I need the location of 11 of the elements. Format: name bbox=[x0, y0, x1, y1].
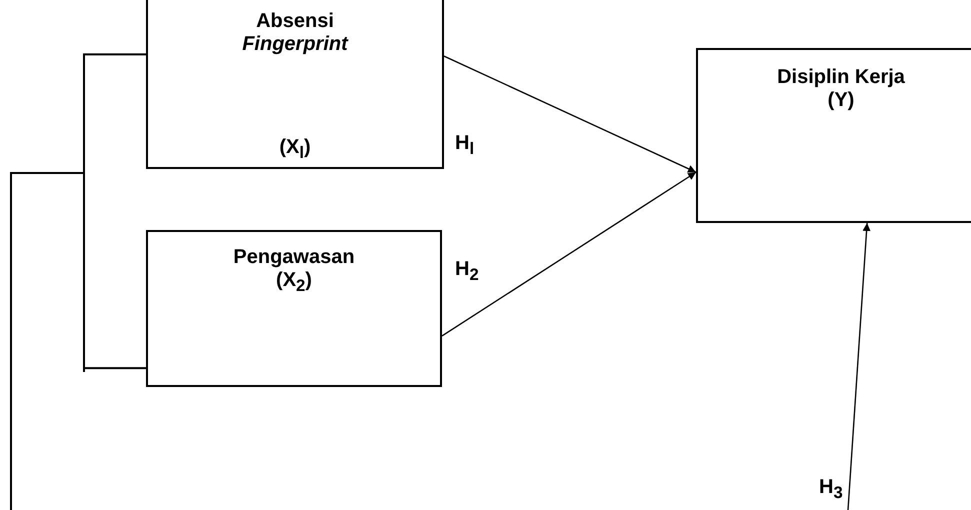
variable-name: Pengawasan (X$_{2}$) bbox=[232, 246, 356, 297]
arrow bbox=[444, 56, 696, 173]
variable-box bbox=[146, 0, 444, 169]
arrow bbox=[847, 222, 871, 510]
arrow bbox=[442, 172, 696, 337]
connector-line bbox=[83, 53, 146, 370]
variable-name: Absensi Fingerprint bbox=[241, 10, 350, 56]
variable-name: (X$_{l}$) bbox=[278, 136, 312, 164]
variable-box bbox=[146, 230, 442, 387]
variable-name: Disiplin Kerja (Y) bbox=[776, 66, 906, 112]
variable-box bbox=[696, 48, 971, 223]
